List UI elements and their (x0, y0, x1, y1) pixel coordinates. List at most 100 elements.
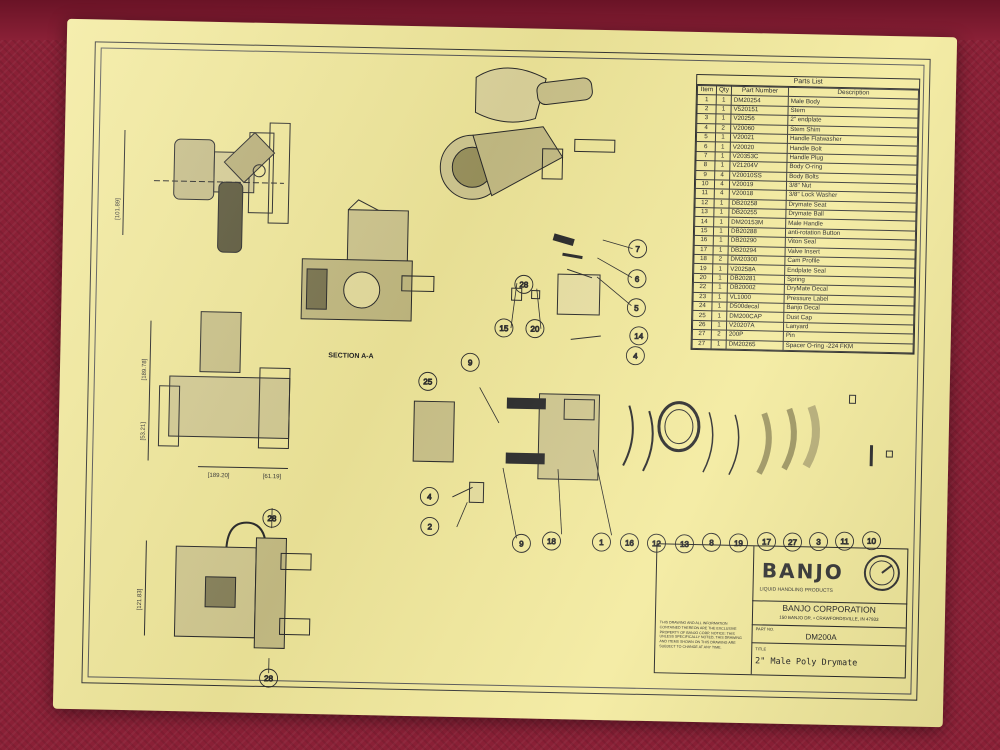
brand-text: BANJO (761, 558, 845, 585)
qty-cell: 4 (714, 189, 730, 199)
part-no-label: PART NO. (755, 626, 775, 632)
drawing-title: 2" Male Poly Drymate (754, 656, 858, 669)
isometric-view (439, 67, 616, 200)
svg-text:[121.83]: [121.83] (137, 588, 143, 610)
top-view (122, 122, 291, 253)
svg-text:28: 28 (519, 280, 529, 289)
balloon: 11 (835, 531, 855, 551)
item-cell: 26 (692, 320, 712, 330)
item-cell: 11 (695, 188, 715, 199)
balloon: 4 (625, 346, 645, 366)
svg-text:4: 4 (427, 492, 432, 501)
qty-cell: 1 (713, 245, 729, 256)
balloon: 14 (629, 326, 649, 346)
item-cell: 5 (696, 132, 716, 143)
svg-text:7: 7 (635, 245, 640, 254)
dimension-labels: [101.89] [189.78] [53.21] [189.20] [61.1… (115, 198, 282, 611)
qty-cell: 1 (712, 273, 728, 284)
item-cell: 8 (695, 160, 715, 171)
balloon: 12 (647, 533, 666, 553)
balloons: 7 6 5 28 14 15 20 4 9 25 4 2 9 1 8 1 16 1… (259, 239, 882, 688)
item-cell: 12 (695, 198, 715, 208)
svg-text:13: 13 (680, 540, 690, 549)
balloon: 25 (418, 371, 438, 391)
balloon: 2 (420, 517, 440, 536)
balloon: 9 (511, 533, 531, 553)
qty-cell: 1 (712, 264, 728, 274)
item-cell: 27 (692, 329, 712, 340)
balloon: 7 (628, 239, 648, 259)
item-cell: 22 (693, 282, 713, 293)
svg-text:14: 14 (634, 332, 644, 341)
balloon: 9 (460, 352, 480, 372)
qty-cell: 1 (711, 320, 727, 331)
svg-text:3: 3 (816, 538, 821, 547)
side-view (147, 311, 291, 469)
svg-text:6: 6 (635, 275, 640, 284)
balloon: 3 (809, 532, 828, 552)
item-cell: 13 (694, 207, 715, 218)
balloon: 8 (702, 532, 721, 552)
qty-cell: 1 (715, 104, 732, 115)
qty-cell: 2 (711, 329, 727, 340)
svg-text:11: 11 (840, 537, 849, 546)
svg-text:8: 8 (709, 538, 714, 547)
balloon: 28 (514, 274, 534, 294)
qty-cell: 1 (714, 198, 730, 209)
title-block-rule (751, 624, 906, 629)
part-number-cell: DM20265 (726, 339, 784, 351)
section-view (300, 199, 435, 322)
svg-text:20: 20 (530, 325, 540, 334)
svg-text:5: 5 (634, 304, 639, 313)
svg-text:27: 27 (788, 538, 798, 547)
item-cell: 4 (696, 123, 716, 133)
balloon: 19 (729, 533, 748, 553)
svg-text:15: 15 (499, 324, 509, 333)
qty-cell: 1 (714, 151, 731, 162)
balloon: 27 (783, 532, 802, 552)
qty-cell: 1 (715, 132, 731, 143)
balloon: 4 (419, 486, 439, 506)
balloon: 6 (627, 269, 647, 289)
item-cell: 3 (696, 113, 716, 124)
svg-text:[189.20]: [189.20] (208, 473, 230, 479)
svg-text:9: 9 (468, 358, 473, 367)
svg-text:28: 28 (264, 674, 274, 683)
qty-cell: 1 (711, 311, 727, 321)
svg-text:2: 2 (427, 522, 432, 531)
bottom-view (143, 521, 312, 649)
qty-cell: 1 (713, 207, 729, 218)
balloon: 10 (862, 531, 882, 551)
qty-cell: 1 (713, 226, 729, 237)
item-cell: 7 (695, 151, 716, 161)
qty-cell: 2 (712, 254, 729, 265)
svg-text:[61.19]: [61.19] (263, 474, 282, 480)
item-cell: 16 (694, 235, 714, 246)
company-address: 150 BANJO DR. • CRAWFORDSVILLE, IN 47933 (779, 614, 879, 622)
drawing-sheet: 7 6 5 28 14 15 20 4 9 25 4 2 9 18 1 16 1… (52, 18, 958, 728)
svg-text:1: 1 (599, 538, 604, 547)
item-cell: 24 (692, 301, 713, 312)
qty-cell: 4 (714, 179, 730, 190)
qty-cell: 1 (715, 142, 731, 152)
qty-cell: 1 (715, 114, 731, 124)
col-qty: Qty (716, 85, 732, 96)
svg-text:19: 19 (734, 539, 744, 548)
gauge-logo-icon (863, 554, 900, 591)
svg-text:4: 4 (633, 352, 638, 361)
balloon: 17 (757, 532, 776, 551)
balloon: 5 (626, 298, 646, 318)
svg-text:10: 10 (867, 537, 877, 546)
svg-text:28: 28 (267, 514, 277, 523)
balloon: 20 (525, 319, 545, 339)
item-cell: 23 (693, 292, 713, 302)
svg-text:[101.89]: [101.89] (115, 198, 121, 220)
item-cell: 10 (695, 179, 715, 190)
item-cell: 27 (692, 338, 712, 349)
item-cell: 9 (695, 169, 715, 180)
banjo-logo: BANJO LIQUID HANDLING PRODUCTS (752, 546, 909, 605)
svg-text:16: 16 (625, 539, 635, 548)
brand-subtitle: LIQUID HANDLING PRODUCTS (759, 586, 833, 594)
